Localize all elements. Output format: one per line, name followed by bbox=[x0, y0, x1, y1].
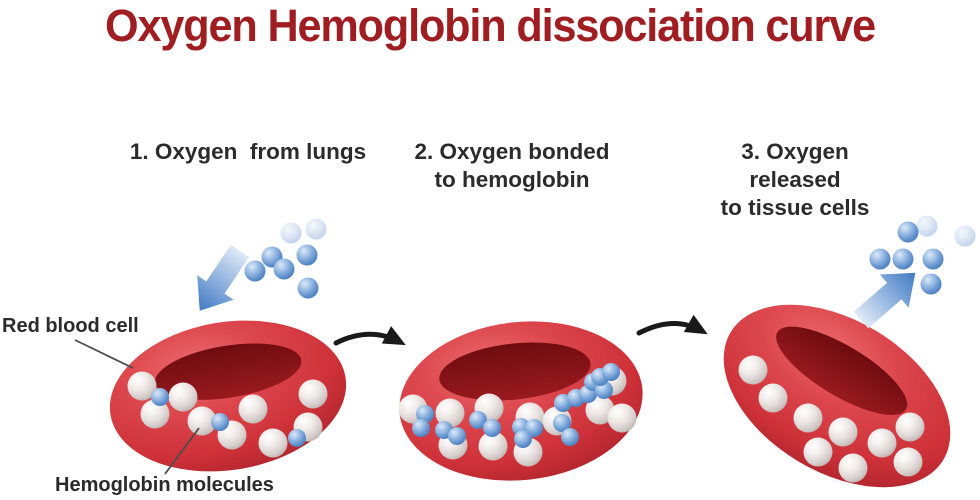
oxygen-molecule bbox=[211, 413, 229, 431]
hemoglobin-molecule bbox=[298, 379, 328, 409]
oxygen-molecule bbox=[892, 248, 914, 270]
free-oxygen-tissue bbox=[869, 221, 944, 295]
hemoglobin-molecule bbox=[140, 399, 170, 429]
hemoglobin-molecule bbox=[168, 382, 198, 412]
oxygen-out-arrow-icon bbox=[853, 272, 916, 329]
hemoglobin-molecule bbox=[793, 403, 823, 433]
hemoglobin-molecule bbox=[607, 403, 637, 433]
cell-body bbox=[399, 321, 643, 481]
oxygen-molecule bbox=[869, 248, 891, 270]
oxygen-molecule bbox=[297, 277, 319, 299]
oxygen-molecule bbox=[916, 215, 938, 237]
hemoglobin-molecule bbox=[127, 371, 157, 401]
oxygen-molecule bbox=[954, 225, 976, 247]
oxygen-molecule bbox=[469, 411, 487, 429]
hemoglobin-molecule bbox=[828, 417, 858, 447]
oxygen-molecule bbox=[561, 428, 579, 446]
free-oxygen-lungs-faded bbox=[280, 218, 327, 244]
flow-arrow-2-icon bbox=[636, 314, 708, 336]
red-blood-cell-1 bbox=[109, 320, 347, 472]
oxygen-molecule bbox=[412, 419, 430, 437]
free-oxygen-lungs bbox=[244, 244, 319, 299]
oxygen-molecule bbox=[922, 248, 944, 270]
hemoglobin-molecule bbox=[187, 406, 217, 436]
step-3-label: 3. Oxygen released to tissue cells bbox=[720, 139, 870, 220]
oxygen-molecule bbox=[483, 419, 501, 437]
oxygen-molecule bbox=[897, 221, 919, 243]
hemoglobin-molecule bbox=[738, 355, 768, 385]
oxygen-molecule bbox=[273, 258, 295, 280]
hemoglobin-molecule bbox=[893, 447, 923, 477]
hemoglobin-molecules-label: Hemoglobin molecules bbox=[55, 474, 274, 496]
red-blood-cell-2 bbox=[399, 321, 643, 481]
hemoglobin-molecule bbox=[238, 394, 268, 424]
oxygen-molecule bbox=[553, 414, 571, 432]
flow-arrow-1-icon bbox=[333, 326, 406, 346]
oxygen-molecule bbox=[525, 419, 543, 437]
hemoglobin-molecule bbox=[435, 398, 465, 428]
hemoglobin-molecule bbox=[478, 431, 508, 461]
hemoglobin-molecule bbox=[803, 437, 833, 467]
hemoglobin-molecule bbox=[838, 453, 868, 483]
oxygen-molecule bbox=[920, 273, 942, 295]
oxygen-molecule bbox=[288, 429, 306, 447]
oxygen-molecule bbox=[244, 260, 266, 282]
step-2-label: 2. Oxygen bonded to hemoglobin bbox=[414, 139, 610, 192]
hemoglobin-molecule bbox=[867, 428, 897, 458]
hemoglobin-molecule bbox=[895, 412, 925, 442]
cell-opening bbox=[776, 326, 908, 415]
hemoglobin-molecule bbox=[585, 395, 615, 425]
hemoglobin-molecules-cell1 bbox=[127, 371, 328, 458]
red-blood-cell-label: Red blood cell bbox=[2, 315, 139, 337]
pointer-line-hemoglobin bbox=[164, 427, 200, 475]
step-1-label: 1. Oxygen from lungs bbox=[129, 139, 367, 164]
oxygen-molecule bbox=[602, 363, 620, 381]
oxygen-molecule bbox=[280, 222, 302, 244]
hemoglobin-molecules-cell3 bbox=[738, 355, 925, 483]
oxygen-molecule bbox=[448, 427, 466, 445]
oxygen-molecule bbox=[296, 244, 318, 266]
red-blood-cell-3 bbox=[723, 304, 951, 488]
oxygen-molecule bbox=[305, 218, 327, 240]
hemoglobin-molecule bbox=[258, 428, 288, 458]
bound-oxygen-cell2 bbox=[412, 363, 620, 448]
oxygen-molecule bbox=[416, 405, 434, 423]
oxygen-molecule bbox=[514, 430, 532, 448]
oxygen-molecule bbox=[151, 388, 169, 406]
bound-oxygen-cell1 bbox=[151, 388, 306, 447]
oxygen-in-arrow-icon bbox=[197, 244, 250, 311]
page-title: Oxygen Hemoglobin dissociation curve bbox=[105, 0, 876, 51]
free-oxygen-tissue-faded bbox=[916, 215, 976, 247]
hemoglobin-molecule bbox=[758, 383, 788, 413]
cell-opening bbox=[439, 342, 591, 401]
pointer-line-red-blood-cell bbox=[74, 339, 134, 369]
